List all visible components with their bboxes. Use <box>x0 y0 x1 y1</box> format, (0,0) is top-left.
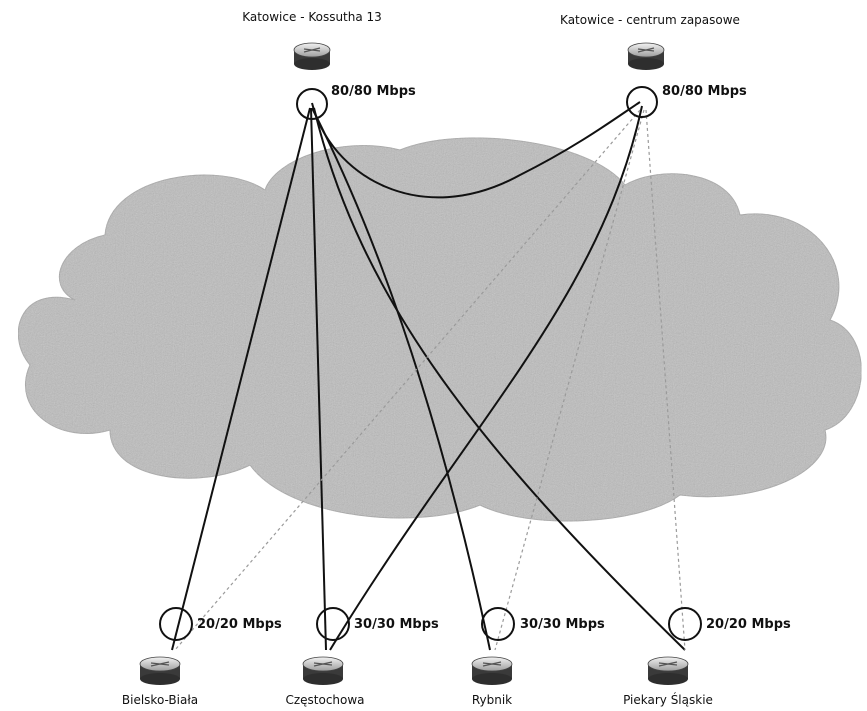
port-ring <box>296 88 328 120</box>
bandwidth-label: 80/80 Mbps <box>662 84 747 99</box>
link-hq-rybnik <box>311 107 491 651</box>
link-hq-czest <box>310 107 327 651</box>
site-backup: Katowice - centrum zapasowe 80/80 Mbps <box>560 13 747 118</box>
router-icon <box>302 656 344 685</box>
port-ring <box>159 607 193 641</box>
wan-cloud <box>17 137 862 522</box>
link-backup-piekary <box>645 109 686 651</box>
site-hq-name: Katowice - Kossutha 13 <box>242 10 382 24</box>
site-czestochowa-name: Częstochowa <box>285 693 364 707</box>
port-ring <box>481 607 515 641</box>
port-ring <box>316 607 350 641</box>
bandwidth-label: 80/80 Mbps <box>331 84 416 99</box>
links <box>171 101 686 651</box>
bandwidth-label: 30/30 Mbps <box>520 617 605 632</box>
site-piekary-name: Piekary Śląskie <box>623 692 713 707</box>
bandwidth-label: 20/20 Mbps <box>197 617 282 632</box>
site-backup-name: Katowice - centrum zapasowe <box>560 13 740 27</box>
site-bielsko: 20/20 Mbps Bielsko-Biała <box>122 607 282 707</box>
site-bielsko-name: Bielsko-Biała <box>122 693 198 707</box>
link-backup-czest <box>329 105 643 651</box>
link-hq-bielsko <box>171 107 311 651</box>
site-piekary: 20/20 Mbps Piekary Śląskie <box>623 607 791 707</box>
site-rybnik: 30/30 Mbps Rybnik <box>471 607 605 707</box>
link-hq-backup <box>311 101 641 199</box>
link-backup-bielsko <box>174 109 641 651</box>
site-czestochowa: 30/30 Mbps Częstochowa <box>285 607 439 707</box>
site-rybnik-name: Rybnik <box>472 693 512 707</box>
port-ring <box>626 86 658 118</box>
router-icon <box>471 656 513 685</box>
port-ring <box>668 607 702 641</box>
bandwidth-label: 30/30 Mbps <box>354 617 439 632</box>
bandwidth-label: 20/20 Mbps <box>706 617 791 632</box>
link-hq-piekary <box>313 107 686 651</box>
router-icon <box>139 656 181 685</box>
router-icon <box>647 656 689 685</box>
router-icon <box>627 42 665 70</box>
site-hq: Katowice - Kossutha 13 80/80 Mbps <box>242 10 416 120</box>
router-icon <box>293 42 331 70</box>
